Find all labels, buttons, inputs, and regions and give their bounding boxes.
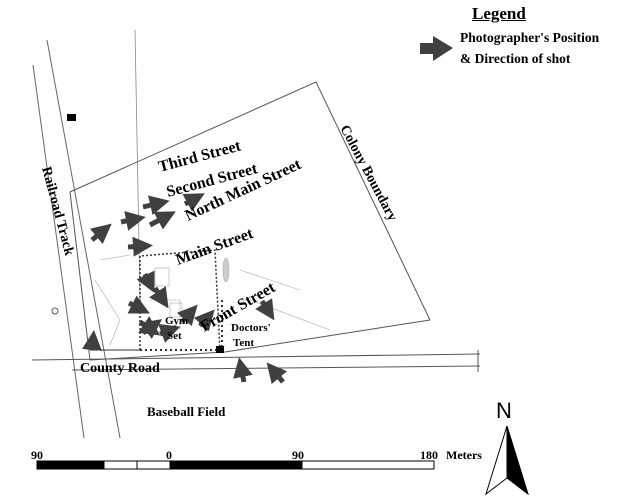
railroad-track-lines [32,39,121,439]
photo-arrow [149,286,169,309]
baseball-field-label: Baseball Field [147,404,226,419]
survey-line [134,29,141,301]
scale-tick-label: 0 [166,448,172,462]
scale-bar [36,460,435,470]
county-road-label: County Road [80,361,160,376]
photo-arrow [140,319,163,339]
photo-arrow [127,295,150,314]
photo-arrow [142,195,170,216]
photo-arrow [120,211,146,231]
small-circle-marker [51,307,59,315]
gym-label: Gym [165,315,188,327]
scale-tick-label: 90 [292,448,304,462]
scale-tick-label: 90 [31,448,43,462]
scale-unit-label: Meters [446,448,482,462]
set-label: Set [167,330,182,342]
photographer-arrows [82,193,288,385]
legend-line-1: Photographer's Position [460,30,600,45]
doctors-label: Doctors' [231,322,271,334]
photo-arrow [89,223,112,245]
photo-arrow [193,309,215,332]
photo-arrow [127,236,153,257]
photo-arrow [182,193,205,212]
photo-arrow [176,304,198,327]
photo-arrow [148,211,176,230]
legend-line-2: & Direction of shot [460,51,571,66]
photo-arrow [82,330,102,351]
photo-arrow [255,298,275,321]
legend-arrow-icon [420,36,453,61]
photo-arrow [136,270,155,293]
north-label: N [496,398,512,423]
legend-title: Legend [472,4,526,23]
main-compound [90,249,224,353]
black-marker [67,114,76,121]
scale-tick-label: 180 [420,448,438,462]
colony-boundary-label: Colony Boundary [336,123,399,224]
photo-arrow [266,362,288,385]
photo-arrow [158,324,181,343]
north-arrow-icon [485,425,529,496]
main-street-label: Main Street [174,225,257,269]
photo-arrow [233,357,253,383]
tent-label: Tent [233,337,254,349]
